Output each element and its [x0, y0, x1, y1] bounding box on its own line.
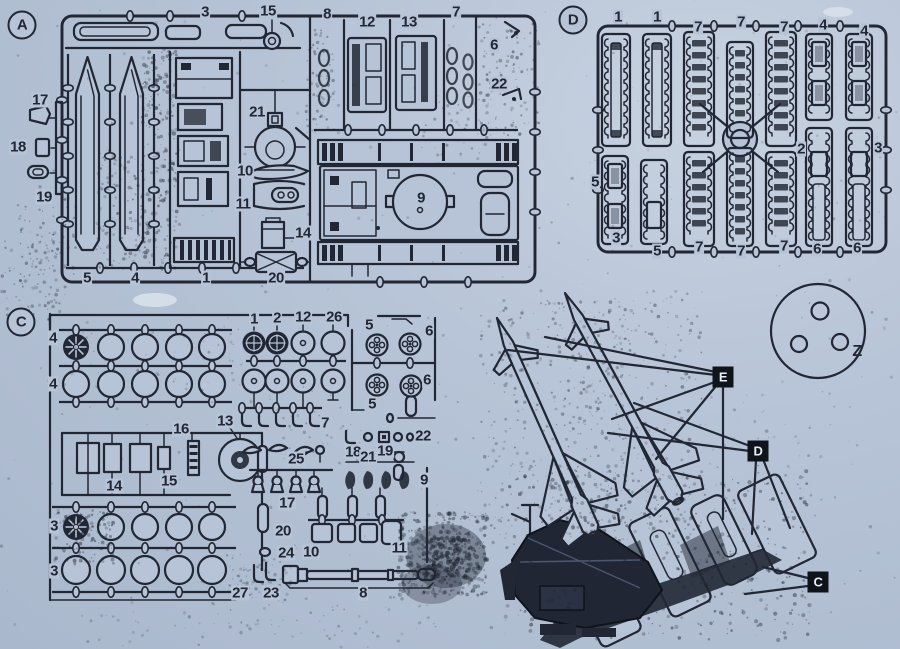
part-number-label: 12 [358, 13, 376, 31]
part-number-label: 3 [200, 3, 210, 21]
part-number-label: 6 [424, 322, 434, 340]
part-number-label: 12 [294, 308, 312, 326]
part-number-label: 7 [451, 3, 461, 21]
part-number-label: 13 [400, 13, 418, 31]
part-number-label: 4 [130, 269, 140, 287]
callout-e-badge: E [712, 366, 734, 388]
sprue-a-letter-badge: A [7, 10, 37, 40]
part-number-label: 4 [818, 16, 828, 34]
part-number-label: 16 [172, 420, 190, 438]
part-number-label: 7 [320, 414, 330, 432]
part-number-label: 6 [852, 239, 862, 257]
part-number-label: 9 [419, 471, 429, 489]
part-number-label: 5 [367, 395, 377, 413]
part-number-label: 10 [302, 543, 320, 561]
part-number-label: 1 [652, 8, 662, 26]
part-number-label: 5 [364, 316, 374, 334]
part-number-label: 3 [873, 139, 883, 157]
part-number-label: 4 [859, 22, 869, 40]
part-number-label: 5 [82, 269, 92, 287]
sprue-c-letter-badge: C [6, 307, 36, 337]
part-number-label: 15 [160, 472, 178, 490]
part-number-label: 7 [779, 237, 789, 255]
part-number-label: 2 [272, 309, 282, 327]
callout-d-badge: D [747, 440, 769, 462]
part-number-label: 6 [489, 36, 499, 54]
part-number-label: 8 [358, 584, 368, 602]
part-number-label: 5 [652, 242, 662, 260]
part-number-label: 7 [736, 242, 746, 260]
part-number-label: 2 [796, 140, 806, 158]
part-number-label: 18 [344, 443, 362, 461]
part-number-label: 4 [48, 375, 58, 393]
part-number-label: 21 [248, 103, 266, 121]
part-number-label: 7 [736, 13, 746, 31]
scan-glare [133, 7, 853, 307]
part-number-label: 3 [611, 229, 621, 247]
part-number-label: 18 [9, 138, 27, 156]
part-number-label: 11 [234, 195, 252, 213]
part-number-label: 3 [49, 562, 59, 580]
part-number-label: 14 [294, 224, 312, 242]
part-number-label: 27 [231, 584, 249, 602]
part-number-label: 20 [267, 269, 285, 287]
part-number-label: 21 [359, 448, 377, 466]
sprue-d-letter-badge: D [558, 5, 588, 35]
part-number-label: 1 [249, 310, 259, 328]
launcher-illustration [458, 272, 817, 648]
callout-c-badge: C [807, 571, 829, 593]
part-number-label: 22 [490, 75, 508, 93]
part-number-label: 13 [216, 412, 234, 430]
part-number-label: 5 [590, 173, 600, 191]
part-number-label: 25 [287, 450, 305, 468]
part-number-label: 4 [48, 329, 58, 347]
part-number-label: 17 [278, 494, 296, 512]
part-number-label: 10 [236, 162, 254, 180]
part-number-label: 15 [259, 2, 277, 20]
part-number-label: 14 [105, 477, 123, 495]
part-number-label: 26 [325, 308, 343, 326]
part-number-label: 6 [812, 240, 822, 258]
part-number-label: 7 [693, 18, 703, 36]
part-number-label: 8 [322, 5, 332, 23]
part-number-label: 19 [35, 188, 53, 206]
part-number-label: 19 [376, 442, 394, 460]
sprue-c-drawing [48, 312, 437, 602]
part-number-label: 6 [422, 371, 432, 389]
detail-view-letter: Z [852, 343, 862, 360]
z-detail-circle [769, 282, 867, 380]
part-number-label: 7 [694, 238, 704, 256]
part-number-label: 11 [390, 539, 408, 557]
part-number-label: 24 [277, 544, 295, 562]
part-number-label: 22 [414, 427, 432, 445]
part-number-label: 9 [416, 189, 426, 207]
part-number-label: 3 [49, 517, 59, 535]
part-number-label: 1 [613, 8, 623, 26]
part-number-label: 7 [779, 18, 789, 36]
part-number-label: 23 [262, 584, 280, 602]
part-number-label: 1 [201, 269, 211, 287]
part-number-label: 17 [31, 91, 49, 109]
part-number-label: 20 [274, 522, 292, 540]
